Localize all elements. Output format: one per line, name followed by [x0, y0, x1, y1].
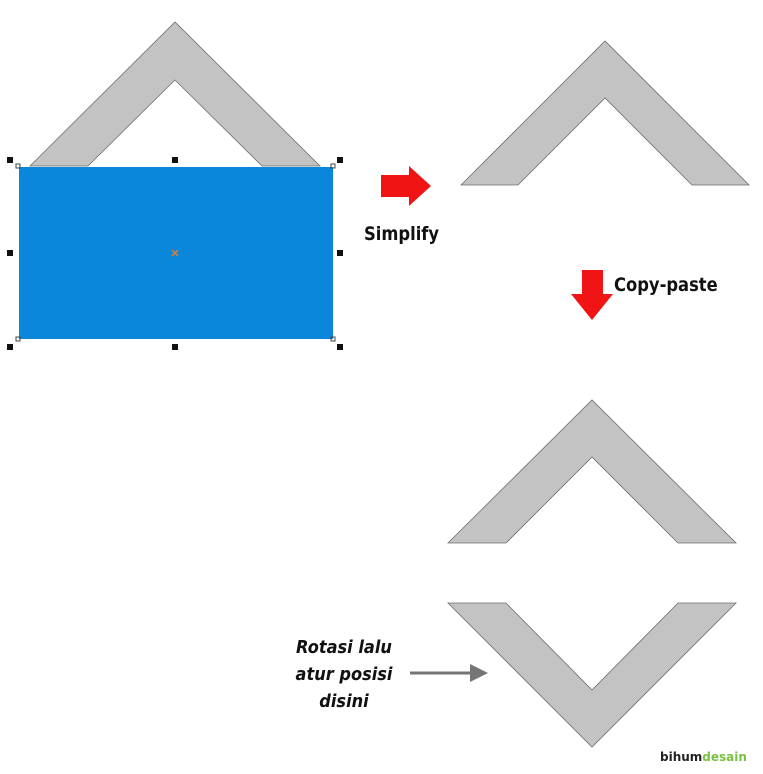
copied-chevron-shape [447, 399, 737, 544]
center-x-icon [171, 249, 179, 257]
note-line-2: atur posisi [295, 664, 393, 685]
watermark-part-1: bihum [660, 750, 703, 764]
node-bottom-right [330, 336, 336, 342]
rotated-chevron-shape [447, 602, 737, 748]
handle-top-left[interactable] [7, 157, 13, 163]
node-bottom-left [15, 336, 21, 342]
brand-watermark: bihumdesain [660, 751, 747, 763]
handle-bottom-right[interactable] [337, 344, 343, 350]
rectangle-corner-nodes [15, 163, 336, 342]
gray-arrow-right-icon [410, 664, 488, 682]
simplify-label: Simplify [364, 223, 440, 245]
note-line-3: disini [319, 691, 369, 712]
node-top-right [330, 163, 336, 169]
rotate-instruction-note: Rotasi lalu atur posisi disini [290, 634, 398, 715]
node-top-left [15, 163, 21, 169]
handle-middle-left[interactable] [7, 250, 13, 256]
handle-bottom-left[interactable] [7, 344, 13, 350]
note-line-1: Rotasi lalu [296, 637, 392, 658]
handle-top-middle[interactable] [172, 157, 178, 163]
selection-handles[interactable] [7, 157, 343, 350]
red-arrow-right-icon [381, 166, 431, 206]
handle-top-right[interactable] [337, 157, 343, 163]
original-chevron-shape [29, 21, 321, 167]
simplified-chevron-shape [460, 40, 750, 186]
handle-middle-right[interactable] [337, 250, 343, 256]
watermark-part-2: desain [702, 750, 747, 764]
handle-bottom-middle[interactable] [172, 344, 178, 350]
red-arrow-down-icon [571, 270, 613, 320]
copy-paste-label: Copy-paste [614, 274, 718, 296]
